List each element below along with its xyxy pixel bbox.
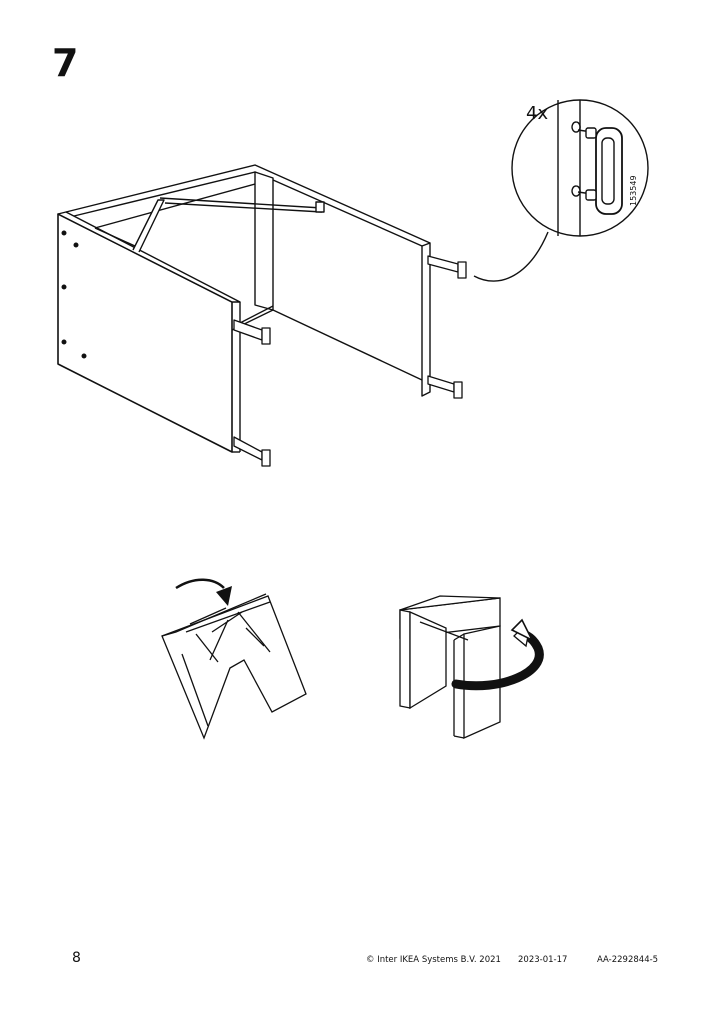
quantity-label: 4x	[526, 103, 548, 124]
step-number: 7	[52, 41, 79, 85]
part-number-label: 153549	[629, 175, 638, 206]
document-date: 2023-01-17	[518, 955, 568, 965]
rotate-arrow-icon	[399, 595, 544, 740]
turn-over-arrow-icon	[161, 578, 307, 740]
page-number: 8	[72, 950, 81, 966]
dowel-detail-icon	[473, 99, 649, 282]
copyright-text: © Inter IKEA Systems B.V. 2021	[366, 955, 501, 965]
document-code: AA-2292844-5	[597, 955, 659, 965]
dowel-group	[233, 255, 467, 467]
